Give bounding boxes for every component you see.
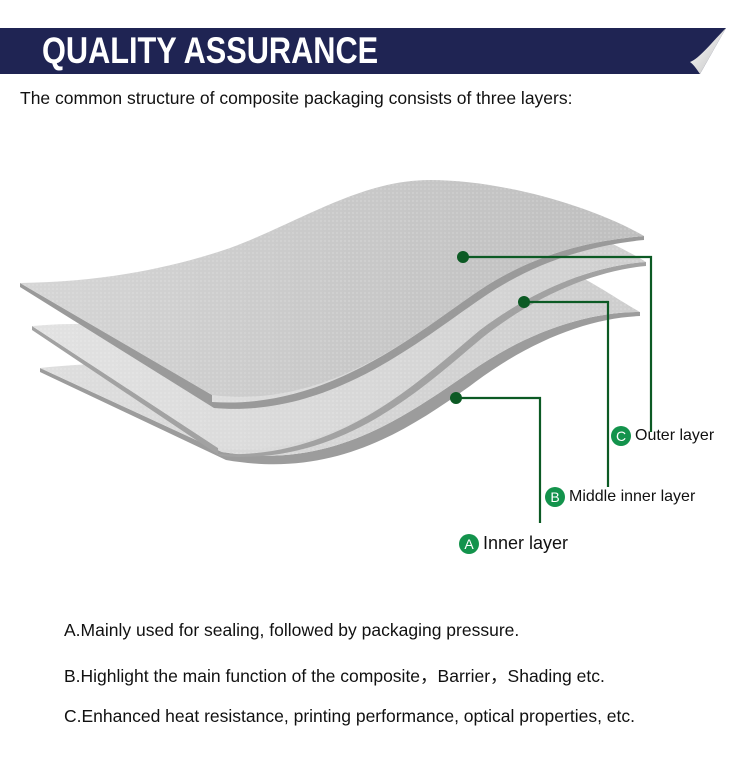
description-c: C.Enhanced heat resistance, printing per… xyxy=(64,706,636,726)
callout-middle-inner-layer: B Middle inner layer xyxy=(545,487,695,507)
callout-label: Inner layer xyxy=(483,533,569,553)
banner-ribbon-shape xyxy=(0,28,726,74)
callout-label: Outer layer xyxy=(635,427,715,444)
section-banner: QUALITY ASSURANCE xyxy=(0,28,750,74)
outer-layer-sheet xyxy=(20,180,644,409)
inner-layer-leader xyxy=(456,396,542,523)
description-a: A.Mainly used for sealing, followed by p… xyxy=(64,620,520,640)
middle-layer-leader xyxy=(524,300,610,487)
banner-title: QUALITY ASSURANCE xyxy=(42,30,379,71)
inner-layer-dot xyxy=(450,392,462,404)
badge-c-icon: C xyxy=(611,426,631,446)
outer-layer-dot xyxy=(457,251,469,263)
badge-a-icon: A xyxy=(459,533,479,554)
callout-inner-layer: A Inner layer xyxy=(459,533,568,554)
description-b: B.Highlight the main function of the com… xyxy=(64,666,605,686)
badge-b-icon: B xyxy=(545,487,565,507)
callout-outer-layer: C Outer layer xyxy=(611,426,714,446)
middle-layer-dot xyxy=(518,296,530,308)
callout-label: Middle inner layer xyxy=(569,488,696,505)
layer-diagram: C Outer layer B Middle inner layer A Inn… xyxy=(0,160,750,580)
intro-text: The common structure of composite packag… xyxy=(20,88,573,108)
callout-leaders xyxy=(456,255,653,523)
outer-layer-leader xyxy=(463,255,653,432)
composite-layers-illustration xyxy=(20,180,653,523)
